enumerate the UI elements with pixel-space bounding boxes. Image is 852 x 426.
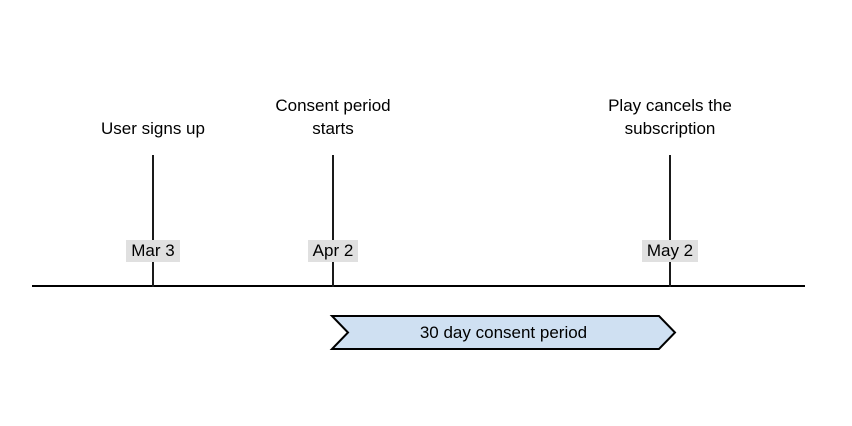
event-date-label: May 2 bbox=[610, 239, 730, 263]
consent-period-banner: 30 day consent period bbox=[329, 315, 677, 350]
event-tick-line bbox=[152, 155, 154, 287]
event-title: Play cancels the subscription bbox=[608, 96, 732, 138]
timeline-axis bbox=[32, 285, 805, 287]
event-date-label: Apr 2 bbox=[273, 239, 393, 263]
chevron-banner-shape bbox=[329, 315, 677, 350]
event-title: Consent period starts bbox=[275, 96, 391, 138]
event-date-text: Mar 3 bbox=[126, 240, 180, 262]
event-title: User signs up bbox=[101, 119, 205, 138]
event-tick-line bbox=[669, 155, 671, 287]
event-tick-line bbox=[332, 155, 334, 287]
event-date-text: May 2 bbox=[641, 240, 699, 262]
chevron-arrow-icon bbox=[329, 315, 677, 350]
event-date-text: Apr 2 bbox=[307, 240, 359, 262]
event-date-label: Mar 3 bbox=[93, 239, 213, 263]
